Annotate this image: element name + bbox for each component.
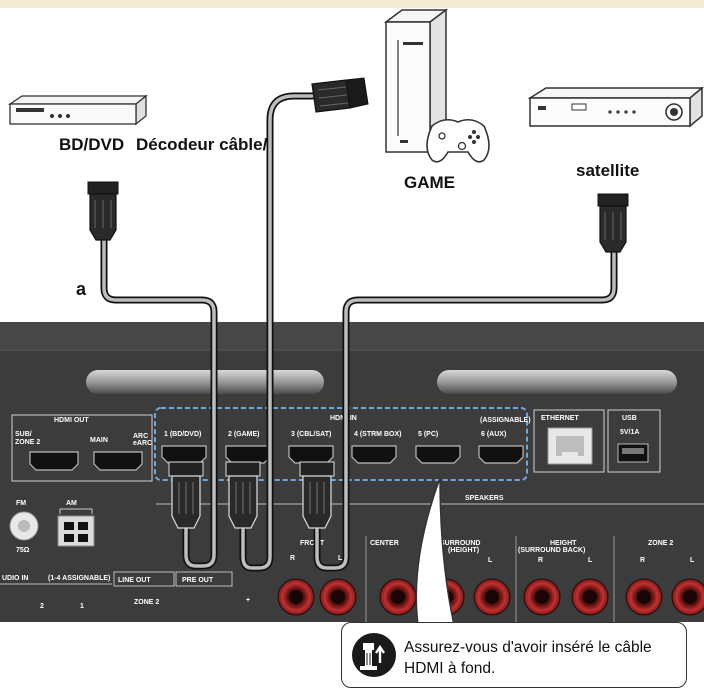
hdmi-plug-game <box>311 77 369 113</box>
hdmi-in-port-label-4: 4 (STRM BOX) <box>354 431 401 438</box>
fm-ohm-label: 75Ω <box>16 547 30 554</box>
top-strip <box>0 0 704 8</box>
hdmi-in-port-1: 1 (BD/DVD) <box>161 431 207 464</box>
antenna-rod-left <box>86 370 324 394</box>
hdmi-in-port-4: 4 (STRM BOX) <box>351 431 401 464</box>
pre-out-label: PRE OUT <box>182 577 214 584</box>
height-label: HEIGHT <box>550 540 577 547</box>
usb-frame <box>607 409 661 473</box>
line-out-label: LINE OUT <box>118 577 151 584</box>
front-r-label: R <box>290 555 295 562</box>
hdmi-plug-bd-dvd <box>87 181 119 241</box>
speaker-post-1 <box>277 578 315 616</box>
hdmi-in-ports: 1 (BD/DVD) 2 (GAME) 3 (CBL/SAT) 4 (STRM BOX… <box>161 431 524 464</box>
front-l-label: L <box>338 555 343 562</box>
speakers-label: SPEAKERS <box>465 495 504 502</box>
fm-label: FM <box>16 500 26 507</box>
speaker-post-8 <box>625 578 663 616</box>
audio-num-2: 2 <box>40 603 44 610</box>
callout-pointer <box>415 477 455 626</box>
game-controller-icon <box>426 118 490 163</box>
main-label: MAIN <box>90 437 108 444</box>
height-l-label: L <box>588 557 593 564</box>
am-label: AM <box>66 500 77 507</box>
speaker-post-7 <box>571 578 609 616</box>
audio-in-label: UDIO IN <box>2 575 28 582</box>
label-game: GAME <box>404 173 455 192</box>
audio-in-assign-label: (1-4 ASSIGNABLE) <box>48 575 110 582</box>
hdmi-out-port-sub <box>29 451 79 471</box>
label-satellite: satellite <box>576 161 639 180</box>
ethernet-frame <box>533 409 605 473</box>
hdmi-in-port-3: 3 (CBL/SAT) <box>288 431 334 464</box>
hdmi-in-port-label-6: 6 (AUX) <box>481 431 506 438</box>
speaker-binding-posts <box>277 578 704 616</box>
surround-label: SURROUND <box>440 540 480 547</box>
usb-label: USB <box>622 415 637 422</box>
plus-label: + <box>246 597 250 604</box>
callout-text: Assurez-vous d'avoir inséré le câble HDM… <box>404 639 652 677</box>
surround-sub-label: (HEIGHT) <box>448 547 479 554</box>
hdmi-in-port-label-1: 1 (BD/DVD) <box>164 431 201 438</box>
label-a: a <box>76 279 87 299</box>
earc-label: eARC <box>133 440 152 447</box>
hdmi-in-port-5: 5 (PC) <box>415 431 461 464</box>
arc-label: ARC <box>133 433 148 440</box>
hdmi-out-label: HDMI OUT <box>54 417 89 424</box>
callout-box: Assurez-vous d'avoir inséré le câble HDM… <box>341 622 687 688</box>
speaker-post-3 <box>379 578 417 616</box>
assignable-label: (ASSIGNABLE) <box>480 417 531 424</box>
speaker-post-6 <box>523 578 561 616</box>
speaker-post-2 <box>319 578 357 616</box>
usb-rating: 5V/1A <box>620 429 639 436</box>
audio-num-1: 1 <box>80 603 84 610</box>
hdmi-in-port-6: 6 (AUX) <box>478 431 524 464</box>
hdmi-out-port-main <box>93 451 143 471</box>
label-bd-dvd: BD/DVD <box>59 135 124 154</box>
receiver-rear-panel: HDMI OUT SUB/ ZONE 2 MAIN ARC eARC HDMI … <box>0 322 704 622</box>
surround-l-label: L <box>488 557 493 564</box>
zone2-l-label: L <box>690 557 695 564</box>
hdmi-insert-icon <box>352 633 396 677</box>
zone2-r-label: R <box>640 557 645 564</box>
hdmi-in-port-label-5: 5 (PC) <box>418 431 438 438</box>
inserted-plug-3 <box>299 461 335 529</box>
inserted-plug-1 <box>168 461 204 529</box>
antenna-rod-right <box>437 370 677 394</box>
hdmi-in-port-label-2: 2 (GAME) <box>228 431 260 438</box>
inserted-hdmi-plugs <box>168 461 335 529</box>
height-r-label: R <box>538 557 543 564</box>
speaker-post-9 <box>671 578 704 616</box>
zone2-label: ZONE 2 <box>648 540 673 547</box>
sub-zone2-label-2: ZONE 2 <box>15 439 40 446</box>
hdmi-in-highlight <box>154 407 528 481</box>
height-sub-label: (SURROUND BACK) <box>518 547 585 554</box>
am-terminal <box>57 515 95 547</box>
center-label: CENTER <box>370 540 399 547</box>
cables <box>100 92 618 572</box>
set-top-box-icon <box>527 86 704 128</box>
bd-dvd-player-icon <box>7 94 148 126</box>
hdmi-out-frame <box>11 414 153 482</box>
zone2-small-label: ZONE 2 <box>134 599 159 606</box>
front-label: FRONT <box>300 540 325 547</box>
label-cable: Décodeur câble/ <box>136 135 268 154</box>
ethernet-label: ETHERNET <box>541 415 579 422</box>
speaker-post-5 <box>473 578 511 616</box>
hdmi-in-port-label-3: 3 (CBL/SAT) <box>291 431 331 438</box>
sub-zone2-label-1: SUB/ <box>15 431 32 438</box>
hdmi-plug-satellite <box>597 193 629 253</box>
game-console-icon <box>383 8 449 154</box>
inserted-plug-2 <box>225 461 261 529</box>
